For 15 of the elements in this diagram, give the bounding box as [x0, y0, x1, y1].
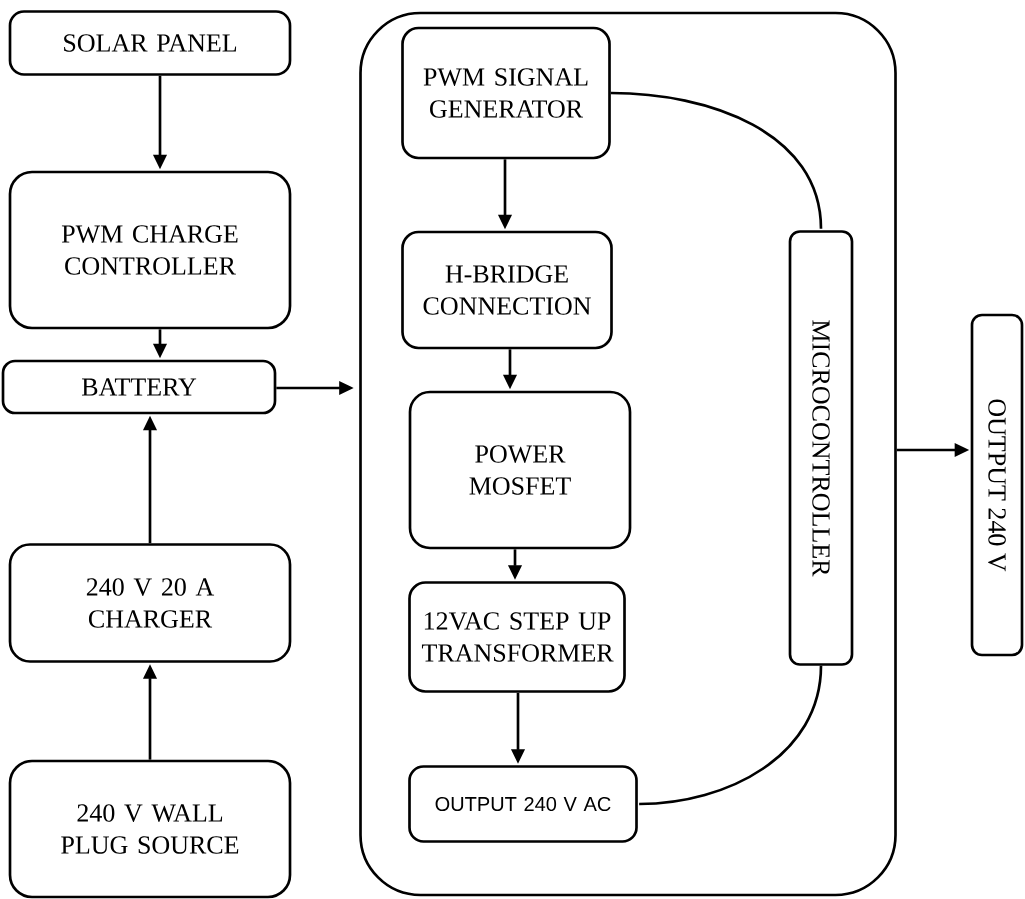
process-box: POWER MOSFET [408, 390, 632, 550]
process-box: PWM CHARGE CONTROLLER [8, 170, 292, 330]
process-box: BATTERY [1, 359, 277, 415]
rounded-panel [359, 11, 897, 897]
process-box: OUTPUT 240 V AC [408, 765, 638, 843]
process-box: PWM SIGNAL GENERATOR [401, 26, 611, 160]
vertical-box: OUTPUT 240 V [970, 313, 1024, 657]
connector-line [610, 91, 823, 229]
connector-line [639, 665, 823, 806]
vertical-box: MICROCONTROLLER [788, 230, 854, 666]
process-box: 240 V 20 A CHARGER [8, 543, 292, 663]
process-box: 240 V WALL PLUG SOURCE [8, 759, 292, 899]
process-box: SOLAR PANEL [8, 10, 292, 76]
process-box: H-BRIDGE CONNECTION [401, 230, 613, 350]
process-box: 12VAC STEP UP TRANSFORMER [408, 581, 626, 693]
